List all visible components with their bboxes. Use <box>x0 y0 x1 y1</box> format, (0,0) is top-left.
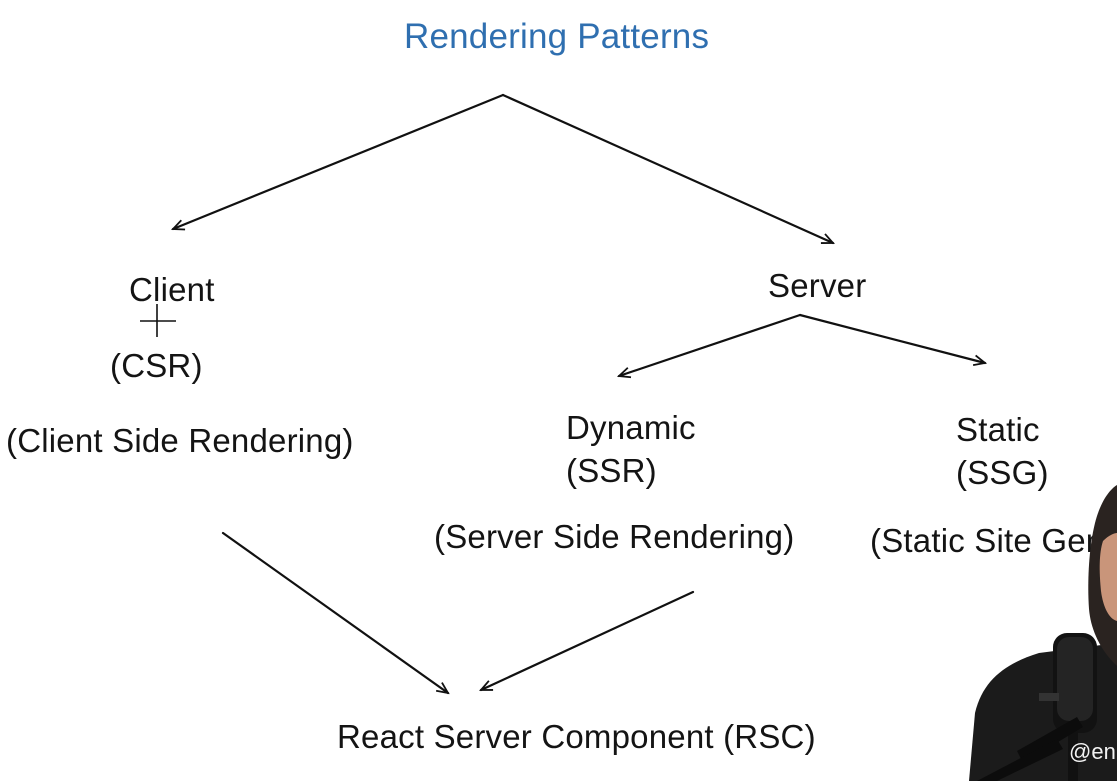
arrow-server-to-dynamic <box>619 313 802 376</box>
node-ssr: (SSR) <box>566 452 657 489</box>
node-ssr-full: (Server Side Rendering) <box>434 518 795 555</box>
arrow-server-to-static <box>798 313 985 363</box>
presenter-webcam-overlay: @en <box>857 421 1117 781</box>
arrow-title-to-server <box>501 93 833 245</box>
node-ssg: (SSG) <box>956 454 1049 491</box>
node-ssg-full: (Static Site Gen <box>870 522 1105 559</box>
arrow-client-to-rsc <box>221 531 448 693</box>
node-server: Server <box>768 267 867 304</box>
diagram-title: Rendering Patterns <box>404 17 710 56</box>
node-rsc: React Server Component (RSC) <box>337 718 816 755</box>
node-client: Client <box>129 271 215 308</box>
arrow-dynamic-to-rsc <box>481 590 695 692</box>
presenter-handle: @en <box>1069 739 1116 764</box>
crosshair-icon <box>140 304 176 337</box>
arrow-title-to-client <box>173 93 505 229</box>
node-static: Static <box>956 411 1040 448</box>
node-csr-full: (Client Side Rendering) <box>6 422 354 459</box>
node-csr: (CSR) <box>110 347 203 384</box>
node-dynamic: Dynamic <box>566 409 696 446</box>
